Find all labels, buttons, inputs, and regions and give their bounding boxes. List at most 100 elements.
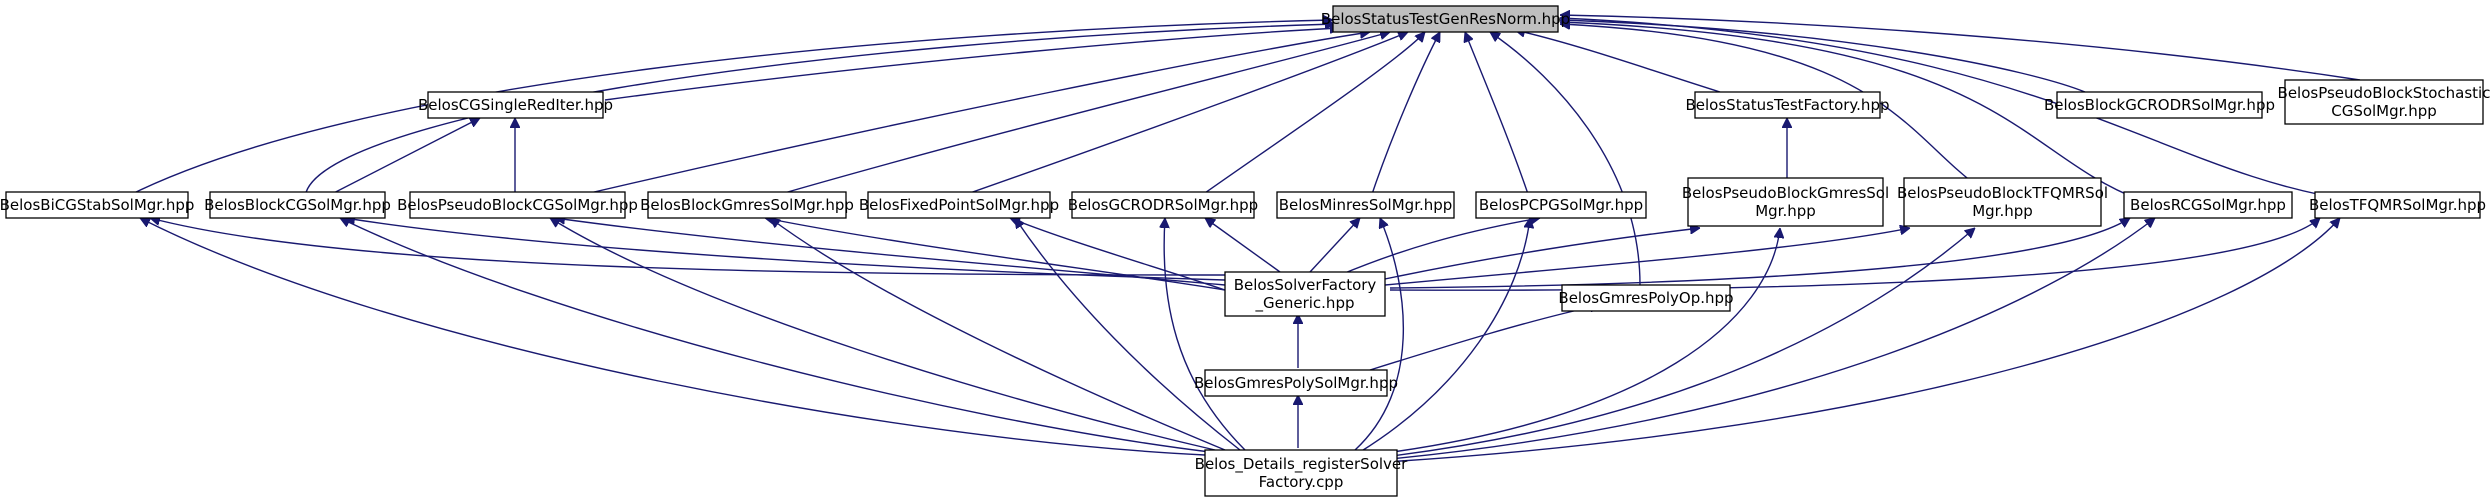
edge-blockgcrodr-to-root xyxy=(1560,20,2086,93)
edge-register-to-fixedpoint xyxy=(1015,218,1241,451)
node-label: BelosMinresSolMgr.hpp xyxy=(1279,196,1453,214)
node-root[interactable]: BelosStatusTestGenResNorm.hpp xyxy=(1321,5,1570,33)
node-label: BelosPseudoBlockGmresSol xyxy=(1682,184,1889,202)
node-label: BelosBlockCGSolMgr.hpp xyxy=(204,196,391,214)
node-gcrodr[interactable]: BelosGCRODRSolMgr.hpp xyxy=(1068,191,1258,219)
node-box xyxy=(427,91,604,119)
edge-stfactory-to-root xyxy=(1515,30,1721,93)
node-box xyxy=(1687,177,1884,227)
edge-cgsingle-to-root xyxy=(604,28,1340,101)
node-label: BelosPseudoBlockStochastic xyxy=(2278,84,2491,102)
edge-register-to-pbtfqmr xyxy=(1374,228,1975,459)
node-label: BelosFixedPointSolMgr.hpp xyxy=(859,196,1059,214)
edge-pbtfqmr-to-root xyxy=(1560,24,1981,189)
node-label: _Generic.hpp xyxy=(1255,294,1355,313)
edge-rcg-to-root xyxy=(1560,22,2141,201)
node-box xyxy=(409,191,626,219)
node-pbcg[interactable]: BelosPseudoBlockCGSolMgr.hpp xyxy=(397,191,638,219)
edge-register-to-pbcg xyxy=(550,217,1216,451)
node-minres[interactable]: BelosMinresSolMgr.hpp xyxy=(1276,191,1455,219)
node-pcpg[interactable]: BelosPCPGSolMgr.hpp xyxy=(1475,191,1647,219)
node-blockgmres[interactable]: BelosBlockGmresSolMgr.hpp xyxy=(640,191,854,219)
edge-blockcg-to-root xyxy=(304,24,1335,201)
node-blockcg[interactable]: BelosBlockCGSolMgr.hpp xyxy=(204,191,391,219)
edge-bicgstab-to-root xyxy=(119,20,1333,201)
edge-gmrespoly-to-gmrespolyop xyxy=(1369,305,1600,371)
node-box xyxy=(867,191,1051,219)
node-box xyxy=(2056,91,2263,119)
node-rcg[interactable]: BelosRCGSolMgr.hpp xyxy=(2123,191,2293,219)
node-box xyxy=(647,191,847,219)
node-solverfactory[interactable]: BelosSolverFactory_Generic.hpp xyxy=(1224,271,1386,317)
edge-solverfactory-to-blockcg xyxy=(345,218,1226,281)
edge-solverfactory-to-rcg xyxy=(1389,218,2130,289)
edge-register-to-tfqmr xyxy=(1384,218,2340,463)
node-gmrespolyop[interactable]: BelosGmresPolyOp.hpp xyxy=(1558,284,1734,312)
edge-solverfactory-to-bicgstab xyxy=(150,218,1226,276)
node-box xyxy=(1475,191,1647,219)
edge-pbcg-to-root xyxy=(559,32,1370,201)
node-stfactory[interactable]: BelosStatusTestFactory.hpp xyxy=(1686,91,1890,119)
node-label: BelosTFQMRSolMgr.hpp xyxy=(2309,196,2486,214)
node-box xyxy=(1276,191,1455,219)
edge-register-to-blockcg xyxy=(340,218,1211,453)
edge-solverfactory-to-tfqmr xyxy=(1389,218,2320,291)
edge-solverfactory-to-fixedpoint xyxy=(1010,218,1226,291)
node-blockgcrodr[interactable]: BelosBlockGCRODRSolMgr.hpp xyxy=(2044,91,2275,119)
edge-register-to-pbgmres xyxy=(1369,228,1780,456)
node-box xyxy=(1224,271,1386,317)
node-gmrespoly[interactable]: BelosGmresPolySolMgr.hpp xyxy=(1194,369,1398,397)
node-box xyxy=(5,191,189,219)
edge-register-to-minres xyxy=(1354,218,1405,451)
edge-solverfactory-to-pbcg xyxy=(555,218,1226,286)
edge-pcpg-to-root xyxy=(1465,32,1531,201)
node-label: BelosBlockGmresSolMgr.hpp xyxy=(640,196,854,214)
edge-register-to-blockgmres xyxy=(770,218,1226,451)
node-box xyxy=(1071,191,1255,219)
node-box xyxy=(2314,191,2481,219)
node-label: BelosStatusTestFactory.hpp xyxy=(1686,96,1890,114)
edge-gmrespolyop-to-root xyxy=(1490,32,1641,286)
node-label: Factory.cpp xyxy=(1259,473,1344,491)
node-box xyxy=(2284,79,2484,125)
edge-blockcg-to-cgsingle xyxy=(319,117,480,201)
edge-register-to-gcrodr xyxy=(1164,218,1246,451)
node-label: BelosPseudoBlockTFQMRSol xyxy=(1897,184,2108,202)
node-box xyxy=(1561,284,1731,312)
edge-minres-to-root xyxy=(1369,32,1441,201)
node-label: Mgr.hpp xyxy=(1755,202,1816,220)
node-label: CGSolMgr.hpp xyxy=(2331,102,2437,120)
edge-register-to-rcg xyxy=(1379,218,2155,461)
node-box xyxy=(1903,177,2102,227)
node-label: BelosBlockGCRODRSolMgr.hpp xyxy=(2044,96,2275,114)
node-cgsingle[interactable]: BelosCGSingleRedIter.hpp xyxy=(418,91,613,119)
edge-register-to-bicgstab xyxy=(140,217,1206,456)
node-box xyxy=(2123,191,2293,219)
node-label: BelosPseudoBlockCGSolMgr.hpp xyxy=(397,196,638,214)
edge-fixedpoint-to-root xyxy=(949,32,1408,201)
node-box xyxy=(1694,91,1881,119)
node-box xyxy=(1204,449,1398,497)
node-bicgstab[interactable]: BelosBiCGStabSolMgr.hpp xyxy=(0,191,194,219)
edge-gcrodr-to-root xyxy=(1194,32,1425,201)
edge-pbstoch-to-root xyxy=(1560,15,2361,81)
edge-blockgmres-to-root xyxy=(759,32,1390,201)
edge-solverfactory-to-pbtfqmr xyxy=(1384,228,1910,286)
edge-solverfactory-to-gcrodr xyxy=(1205,218,1281,273)
edge-solverfactory-to-blockgmres xyxy=(765,218,1226,291)
node-label: BelosSolverFactory xyxy=(1234,276,1377,294)
dependency-edges xyxy=(119,15,2361,463)
node-tfqmr[interactable]: BelosTFQMRSolMgr.hpp xyxy=(2309,191,2486,219)
graph-nodes: BelosStatusTestGenResNorm.hppBelosCGSing… xyxy=(0,5,2491,497)
node-label: Mgr.hpp xyxy=(1972,202,2033,220)
node-label: BelosPCPGSolMgr.hpp xyxy=(1479,196,1643,214)
node-box xyxy=(1204,369,1388,397)
node-label: BelosCGSingleRedIter.hpp xyxy=(418,96,613,114)
node-fixedpoint[interactable]: BelosFixedPointSolMgr.hpp xyxy=(859,191,1059,219)
node-box xyxy=(209,191,386,219)
